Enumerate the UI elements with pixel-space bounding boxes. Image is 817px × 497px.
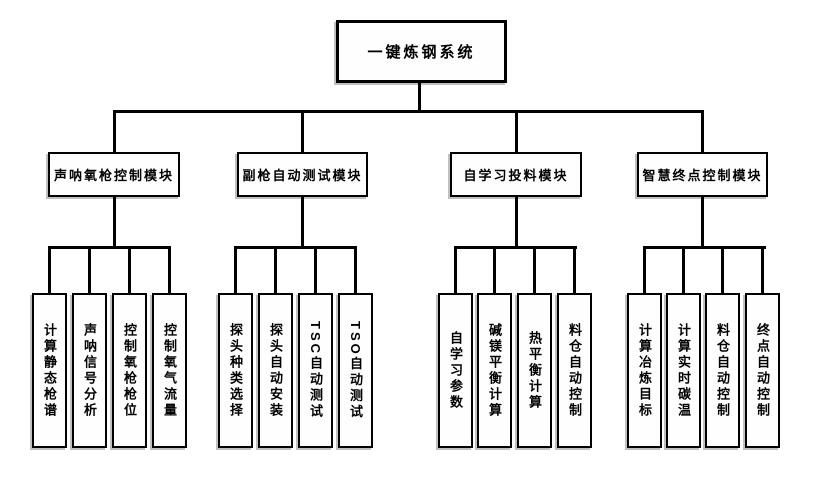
connector-module4-drop — [701, 110, 704, 152]
leaf-node-1-4: 控制氧气流量 — [152, 293, 187, 448]
leaf-node-1-3: 控制氧枪枪位 — [112, 293, 147, 448]
connector-group2-bus — [234, 246, 357, 249]
leaf-node-4-4: 终点自动控制 — [745, 293, 780, 448]
connector-group4-bus — [643, 246, 766, 249]
connector-leaf-drop — [168, 246, 171, 293]
connector-leaf-drop — [682, 246, 685, 293]
leaf-node-3-2: 碱镁平衡计算 — [477, 293, 512, 448]
connector-leaf-drop — [643, 246, 646, 293]
connector-root-drop — [418, 83, 421, 113]
connector-level1-bus — [113, 110, 704, 113]
connector-leaf-drop — [128, 246, 131, 293]
module-node-3: 自学习投料模块 — [450, 152, 582, 197]
leaf-node-2-2: 探头自动安装 — [258, 293, 293, 448]
leaf-node-2-1: 探头种类选择 — [218, 293, 253, 448]
connector-module4-down — [701, 197, 704, 249]
connector-leaf-drop — [454, 246, 457, 293]
connector-module2-drop — [301, 110, 304, 152]
leaf-node-4-1: 计算冶炼目标 — [627, 293, 662, 448]
connector-leaf-drop — [721, 246, 724, 293]
connector-leaf-drop — [314, 246, 317, 293]
module-node-2: 副枪自动测试模块 — [237, 152, 368, 197]
connector-leaf-drop — [761, 246, 764, 293]
connector-leaf-drop — [48, 246, 51, 293]
leaf-node-4-2: 计算实时碳温 — [666, 293, 701, 448]
connector-leaf-drop — [234, 246, 237, 293]
root-node: 一键炼钢系统 — [336, 20, 507, 83]
leaf-node-4-3: 料仓自动控制 — [705, 293, 740, 448]
module-node-1: 声呐氧枪控制模块 — [48, 152, 180, 197]
leaf-node-2-3: TSC自动测试 — [298, 293, 333, 448]
module-node-4: 智慧终点控制模块 — [637, 152, 768, 197]
connector-leaf-drop — [274, 246, 277, 293]
connector-leaf-drop — [88, 246, 91, 293]
connector-module1-drop — [113, 110, 116, 152]
leaf-node-3-3: 热平衡计算 — [517, 293, 552, 448]
connector-leaf-drop — [354, 246, 357, 293]
leaf-node-3-4: 料仓自动控制 — [557, 293, 592, 448]
leaf-node-1-1: 计算静态枪谱 — [32, 293, 67, 448]
connector-group1-bus — [48, 246, 171, 249]
connector-module3-drop — [515, 110, 518, 152]
leaf-node-3-1: 自学习参数 — [438, 293, 473, 448]
connector-module2-down — [301, 197, 304, 249]
connector-leaf-drop — [573, 246, 576, 293]
leaf-node-2-4: TSO自动测试 — [338, 293, 373, 448]
connector-group3-bus — [454, 246, 577, 249]
connector-leaf-drop — [493, 246, 496, 293]
connector-module1-down — [113, 197, 116, 249]
connector-module3-down — [515, 197, 518, 249]
connector-leaf-drop — [533, 246, 536, 293]
leaf-node-1-2: 声呐信号分析 — [72, 293, 107, 448]
